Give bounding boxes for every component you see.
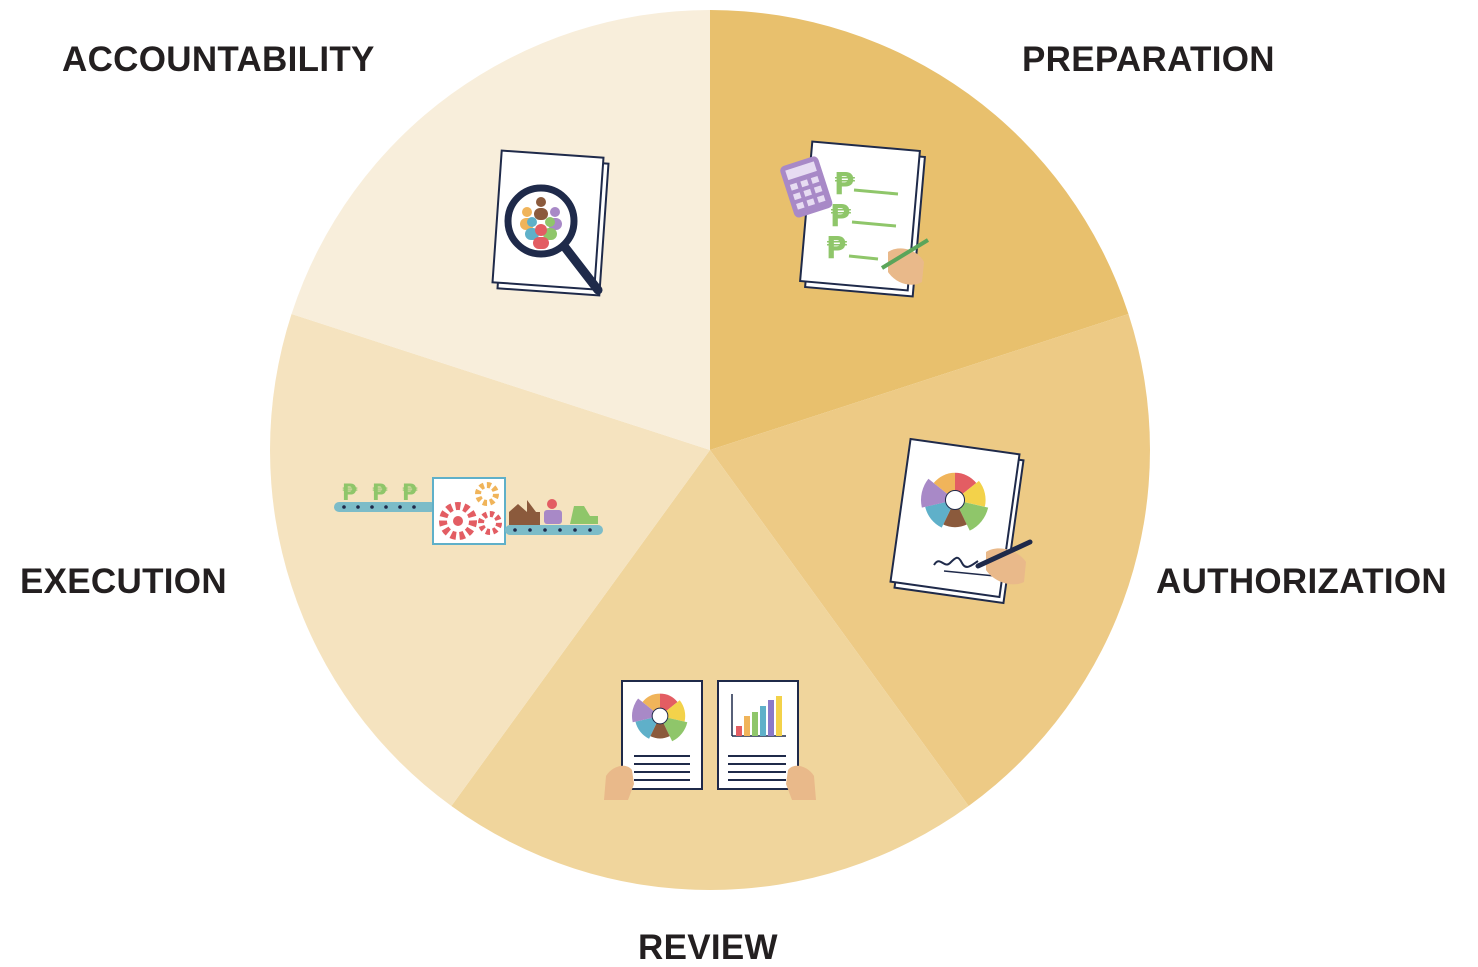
- stage-label-execution: EXECUTION: [20, 562, 227, 601]
- currency-symbol: ₱: [372, 481, 388, 506]
- wheel-segment: [650, 716, 670, 739]
- wheel-segment: [955, 500, 989, 531]
- wheel-segment: [925, 500, 955, 528]
- budget-document-calculator-icon: ₱ ₱ ₱: [780, 140, 930, 298]
- pie-slice-review: [451, 450, 969, 891]
- bar-chart-graphic: [731, 694, 786, 737]
- wheel-center: [651, 707, 669, 725]
- currency-symbol: ₱: [342, 481, 358, 506]
- wheel-center: [944, 489, 966, 511]
- stage-label-preparation: PREPARATION: [1022, 40, 1275, 79]
- stage-label-review: REVIEW: [638, 928, 778, 967]
- people-group-graphic: [520, 197, 562, 249]
- pie-slice-execution: [270, 314, 710, 806]
- wheel-segment: [943, 500, 967, 528]
- wheel-segment: [660, 716, 688, 742]
- currency-symbol: ₱: [834, 167, 855, 202]
- currency-symbol: ₱: [402, 481, 418, 506]
- pie-wheel-graphic: [632, 693, 688, 742]
- stage-label-accountability: ACCOUNTABILITY: [62, 40, 375, 79]
- execution-conveyor-gears-icon: ₱ ₱ ₱: [334, 477, 603, 545]
- wheel-segment: [635, 716, 660, 739]
- pie-wheel-graphic: [921, 472, 989, 531]
- stage-label-authorization: AUTHORIZATION: [1156, 562, 1447, 601]
- signed-document-icon: [889, 437, 1033, 605]
- magnifier-people-document-icon: [491, 149, 610, 297]
- currency-symbol: ₱: [830, 199, 851, 234]
- review-reports-icon: [604, 680, 816, 800]
- currency-symbol: ₱: [826, 231, 847, 266]
